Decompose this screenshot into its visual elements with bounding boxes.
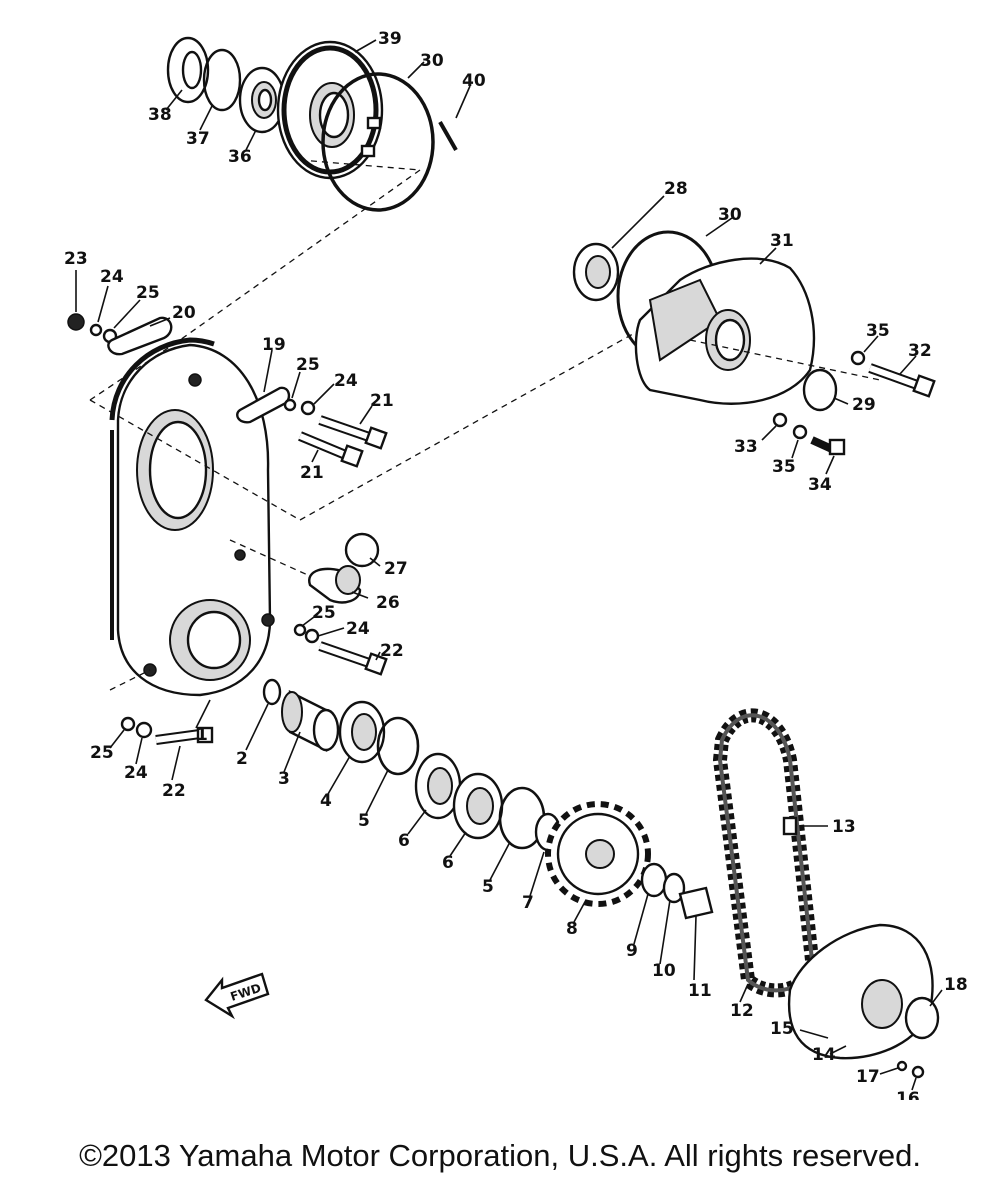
- label-33: 33: [734, 437, 758, 457]
- label-24-c: 24: [346, 619, 370, 639]
- chain-case-cover: [89, 329, 641, 729]
- label-35-upper: 35: [866, 321, 890, 341]
- label-10: 10: [652, 961, 676, 981]
- label-36: 36: [228, 147, 252, 167]
- label-30-top: 30: [420, 51, 444, 71]
- label-9: 9: [626, 941, 638, 961]
- tensioner-group: [293, 532, 388, 676]
- hardware-upper: [67, 270, 388, 468]
- label-7: 7: [522, 893, 534, 913]
- label-16: 16: [896, 1089, 920, 1100]
- hardware-lower: [109, 716, 214, 781]
- label-28: 28: [664, 179, 688, 199]
- label-25-a: 25: [136, 283, 160, 303]
- label-25-b: 25: [296, 355, 320, 375]
- label-25-c: 25: [312, 603, 336, 623]
- label-1: 1: [196, 725, 208, 745]
- label-6-a: 6: [398, 831, 410, 851]
- label-24-a: 24: [100, 267, 124, 287]
- label-37: 37: [186, 129, 210, 149]
- label-25-d: 25: [90, 743, 114, 763]
- label-3: 3: [278, 769, 290, 789]
- label-18: 18: [944, 975, 968, 995]
- label-19: 19: [262, 335, 286, 355]
- label-4: 4: [320, 791, 332, 811]
- label-2: 2: [236, 749, 248, 769]
- label-22-a: 22: [380, 641, 404, 661]
- label-24-d: 24: [124, 763, 148, 783]
- label-31: 31: [770, 231, 794, 251]
- label-24-b: 24: [334, 371, 358, 391]
- label-21-b: 21: [300, 463, 324, 483]
- bearing-case-right: [572, 195, 936, 475]
- label-20: 20: [172, 303, 196, 323]
- label-21-a: 21: [370, 391, 394, 411]
- label-17: 17: [856, 1067, 880, 1087]
- label-29: 29: [852, 395, 876, 415]
- label-6-b: 6: [442, 853, 454, 873]
- label-35-lower: 35: [772, 457, 796, 477]
- label-39: 39: [378, 29, 402, 49]
- part-labels: 38 37 36 39 30 40 28 30 31 35 32 29 33 3…: [64, 29, 968, 1100]
- label-8: 8: [566, 919, 578, 939]
- label-15: 15: [770, 1019, 794, 1039]
- label-5-b: 5: [482, 877, 494, 897]
- label-40: 40: [462, 71, 486, 91]
- exploded-parts-diagram: FWD 38 37 36 39 30 40 28 30 31 35 32 29 …: [64, 29, 968, 1100]
- label-14: 14: [812, 1045, 836, 1065]
- label-26: 26: [376, 593, 400, 613]
- label-5-a: 5: [358, 811, 370, 831]
- shaft-stack: [245, 678, 714, 981]
- label-30-right: 30: [718, 205, 742, 225]
- label-38: 38: [148, 105, 172, 125]
- label-13: 13: [832, 817, 856, 837]
- label-12: 12: [730, 1001, 754, 1021]
- label-34: 34: [808, 475, 832, 495]
- label-22-b: 22: [162, 781, 186, 801]
- copyright-notice: ©2013 Yamaha Motor Corporation, U.S.A. A…: [79, 1138, 921, 1173]
- label-11: 11: [688, 981, 712, 1001]
- fwd-arrow: FWD: [204, 972, 270, 1020]
- sprocket-cover: [787, 923, 943, 1091]
- bearing-housing-group: [89, 36, 471, 401]
- label-32: 32: [908, 341, 932, 361]
- label-27: 27: [384, 559, 408, 579]
- label-23: 23: [64, 249, 88, 269]
